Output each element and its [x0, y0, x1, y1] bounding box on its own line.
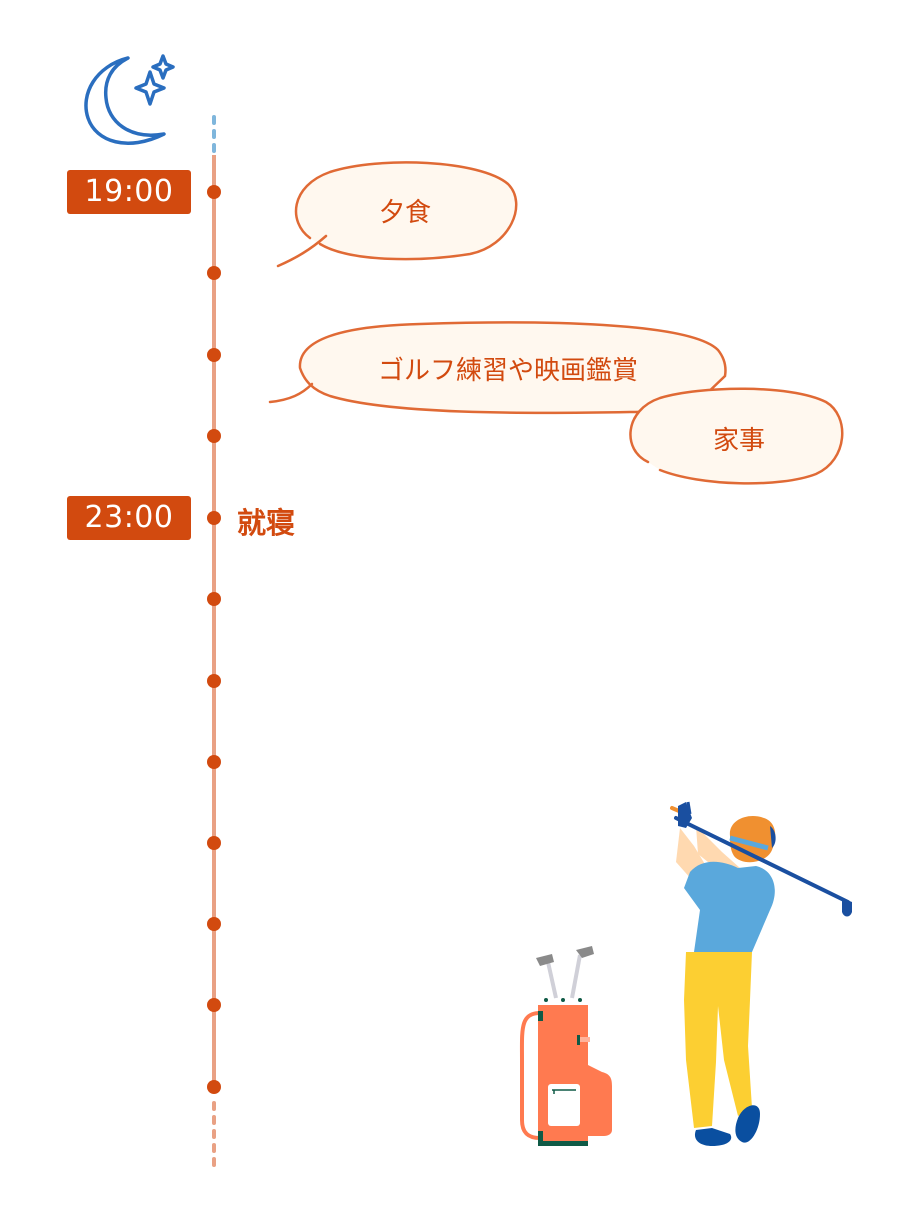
- speech-bubble-dinner: [276, 161, 518, 268]
- bubble-text-housework: 家事: [712, 426, 765, 456]
- bubble-text-dinner: 夕食: [378, 198, 431, 228]
- timeline-dots: [207, 185, 221, 1094]
- bubble-text-golf-movie: ゴルフ練習や映画鑑賞: [377, 356, 638, 386]
- golf-bag-illustration: [519, 946, 612, 1146]
- speech-bubble-housework: [629, 387, 844, 485]
- speech-bubble-golf-movie: [268, 321, 727, 415]
- golfer-illustration: [670, 801, 852, 1146]
- time-badge-23: 23:00: [67, 496, 191, 540]
- moon-stars-icon: [84, 54, 175, 145]
- bedtime-label: 就寝: [237, 506, 296, 540]
- time-badge-19: 19:00: [67, 170, 191, 214]
